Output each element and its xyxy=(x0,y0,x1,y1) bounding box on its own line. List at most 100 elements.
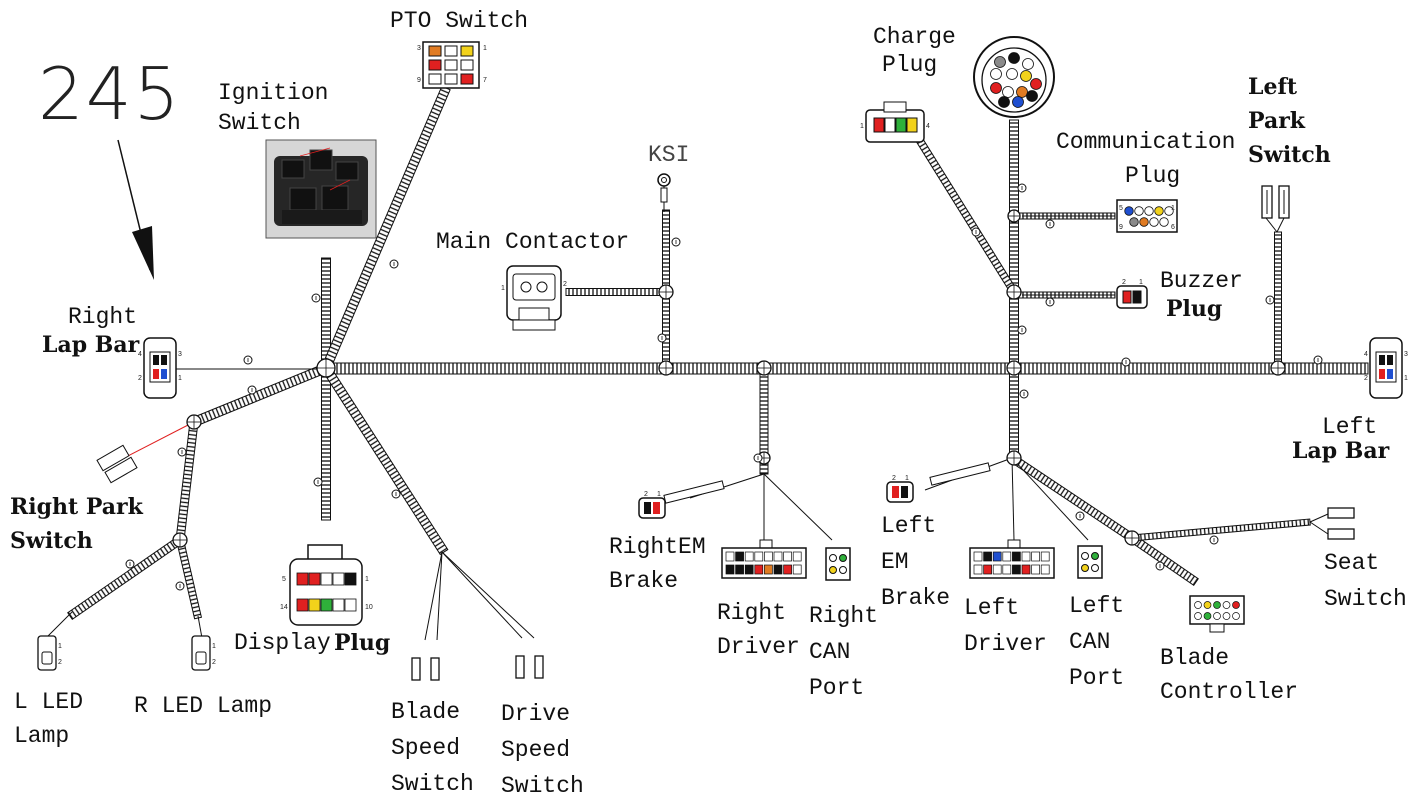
left-driver-connector xyxy=(969,539,1055,579)
pin xyxy=(990,68,1002,80)
svg-text:2: 2 xyxy=(892,475,896,482)
label-display: Display xyxy=(234,630,331,656)
pin xyxy=(764,551,773,562)
pin xyxy=(332,598,345,612)
wire-number-marker xyxy=(657,333,667,343)
wire-number-marker xyxy=(1017,325,1027,335)
svg-text:9: 9 xyxy=(1119,224,1123,231)
wire-number-markers xyxy=(125,183,1323,591)
pin xyxy=(1002,564,1012,575)
svg-text:3: 3 xyxy=(178,351,182,358)
coiled-branch xyxy=(175,420,199,542)
l-led-lamp-connector: 12 xyxy=(37,635,62,671)
pin xyxy=(1012,551,1021,562)
svg-text:5: 5 xyxy=(282,576,286,583)
svg-text:1: 1 xyxy=(860,123,864,130)
wire-number-marker xyxy=(1045,297,1055,307)
pin xyxy=(1124,206,1134,216)
round-connector xyxy=(973,36,1055,118)
pin xyxy=(1012,96,1024,108)
blade-speed-switch-terminals xyxy=(411,657,440,681)
label-ksi: KSI xyxy=(648,142,690,168)
svg-text:3: 3 xyxy=(417,45,421,52)
pin xyxy=(296,572,309,586)
svg-text:1: 1 xyxy=(178,375,182,382)
label-blade-controller: Blade Controller xyxy=(1160,645,1299,705)
left-can-port-connector xyxy=(1077,545,1103,579)
pin xyxy=(1164,206,1174,216)
wire-number-marker xyxy=(389,259,399,269)
pin xyxy=(725,564,735,575)
label-drive-speed-switch: Drive Speed Switch xyxy=(501,701,584,799)
pin xyxy=(1213,612,1221,620)
svg-text:1: 1 xyxy=(365,576,369,583)
pin xyxy=(735,551,744,562)
wire-number-marker xyxy=(177,447,187,457)
coiled-branch xyxy=(1009,453,1135,543)
wire-number-marker xyxy=(1121,357,1131,367)
pin xyxy=(1040,551,1050,562)
label-left-em-brake: Left EM Brake xyxy=(881,513,951,611)
svg-text:2: 2 xyxy=(138,375,142,382)
wire-number-marker xyxy=(1045,219,1055,229)
pin xyxy=(994,56,1006,68)
coiled-branch xyxy=(321,367,331,521)
pin xyxy=(783,564,792,575)
svg-text:4: 4 xyxy=(926,123,930,130)
pin xyxy=(983,551,992,562)
wire-number-marker xyxy=(1155,561,1165,571)
wire-number-marker xyxy=(175,581,185,591)
junctions xyxy=(172,209,1286,548)
pin xyxy=(320,572,333,586)
wire-number-marker xyxy=(1209,535,1219,545)
pin xyxy=(1139,217,1149,227)
pin xyxy=(1006,68,1018,80)
pin xyxy=(998,96,1010,108)
label-l-led-lamp: L LED Lamp xyxy=(14,689,84,749)
pin xyxy=(1232,601,1240,609)
pin xyxy=(973,564,983,575)
pin xyxy=(744,551,754,562)
right-em-brake-sleeve xyxy=(663,480,725,504)
pin xyxy=(990,82,1002,94)
wire-number-marker xyxy=(671,237,681,247)
svg-text:14: 14 xyxy=(280,604,288,611)
pin xyxy=(1222,612,1231,620)
wire-number-marker xyxy=(243,355,253,365)
pin xyxy=(1031,551,1040,562)
label-left-park-switch: Left Park Switch xyxy=(1248,74,1331,168)
wire-number-marker xyxy=(391,489,401,499)
wire-number-marker xyxy=(313,477,323,487)
pin xyxy=(744,564,754,575)
wire-number-marker xyxy=(1265,295,1275,305)
svg-text:7: 7 xyxy=(483,77,487,84)
left-em-brake-sleeve xyxy=(929,462,991,486)
label-r-led-lamp: R LED Lamp xyxy=(134,693,273,719)
label-left: Left xyxy=(1322,414,1378,440)
pin xyxy=(764,564,773,575)
svg-text:1: 1 xyxy=(905,475,909,482)
svg-text:4: 4 xyxy=(1364,351,1368,358)
pin xyxy=(1222,601,1231,609)
label-main-contactor: Main Contactor xyxy=(436,229,630,255)
svg-text:2: 2 xyxy=(563,281,567,288)
main-contactor-connector: 12 xyxy=(501,265,567,331)
pin xyxy=(1203,601,1212,609)
label-blade-speed-switch: Blade Speed Switch xyxy=(391,699,474,797)
pin xyxy=(1203,612,1212,620)
label-seat-switch: Seat Switch xyxy=(1324,550,1407,612)
pin xyxy=(1194,612,1202,620)
pin xyxy=(1016,86,1028,98)
pin xyxy=(773,564,783,575)
pin xyxy=(1194,601,1202,609)
svg-text:5: 5 xyxy=(1119,205,1123,212)
label-left-lap-bar: Lap Bar xyxy=(1292,438,1390,464)
pin xyxy=(1008,52,1020,64)
label-right-can-port: Right CAN Port xyxy=(809,603,879,701)
pin xyxy=(754,564,764,575)
